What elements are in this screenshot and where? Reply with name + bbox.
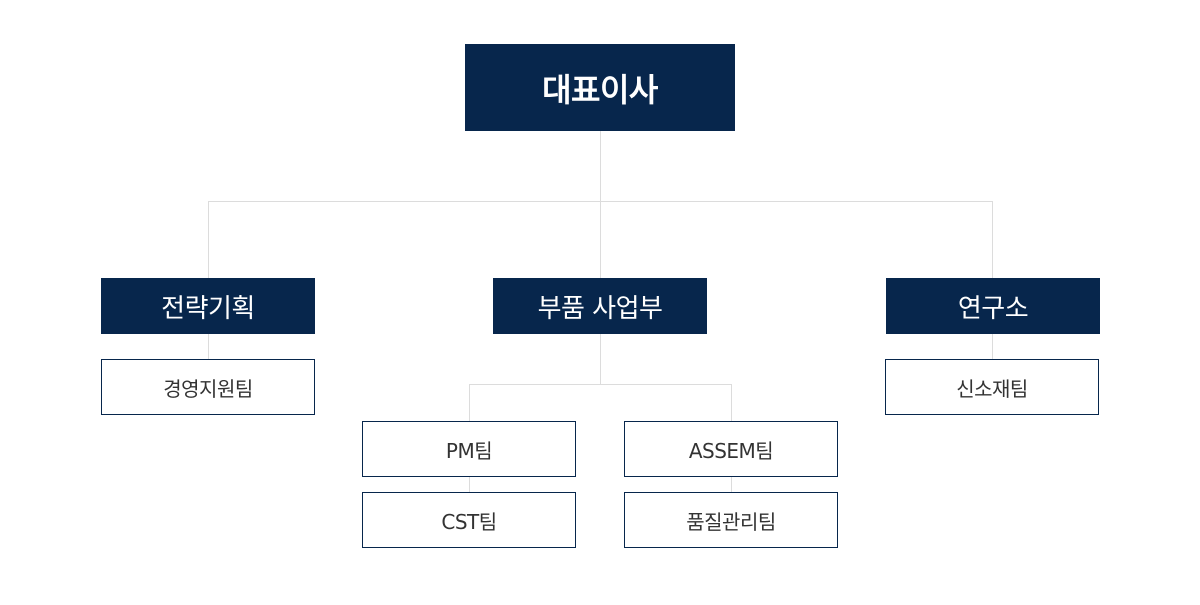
new-materials-team-box: 신소재팀 [885, 359, 1099, 415]
pm-team-box: PM팀 [362, 421, 576, 477]
ceo-box: 대표이사 [465, 44, 735, 131]
assem-team-box: ASSEM팀 [624, 421, 838, 477]
quality-management-team-box: 품질관리팀 [624, 492, 838, 548]
management-support-team-box: 경영지원팀 [101, 359, 315, 415]
research-lab-box: 연구소 [886, 278, 1100, 334]
cst-team-box: CST팀 [362, 492, 576, 548]
parts-division-box: 부품 사업부 [493, 278, 707, 334]
strategy-planning-box: 전략기획 [101, 278, 315, 334]
